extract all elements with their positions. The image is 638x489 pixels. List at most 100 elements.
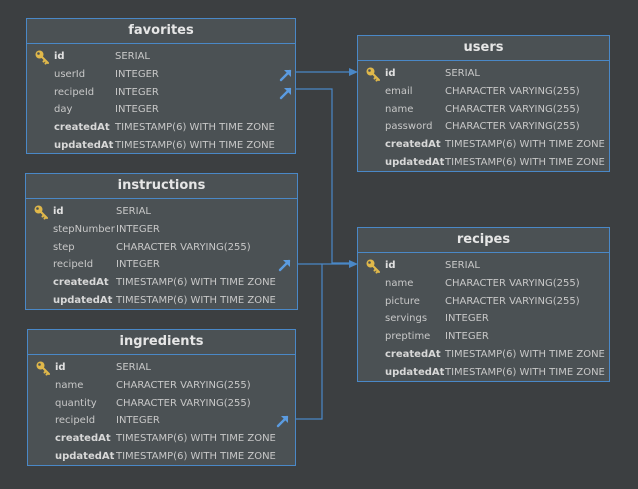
- column-name: id: [55, 362, 66, 373]
- column-type: INTEGER: [445, 331, 489, 343]
- column-type: TIMESTAMP(6) WITH TIME ZONE: [445, 139, 605, 151]
- column-row[interactable]: id SERIAL: [358, 257, 609, 275]
- column-row[interactable]: quantity CHARACTER VARYING(255): [28, 395, 295, 413]
- column-type: CHARACTER VARYING(255): [445, 103, 580, 115]
- arrowhead-recipes: [349, 260, 358, 268]
- foreign-key-arrow-icon: [279, 87, 292, 99]
- column-row[interactable]: userId INTEGER: [27, 66, 295, 84]
- column-row[interactable]: createdAt TIMESTAMP(6) WITH TIME ZONE: [26, 274, 297, 292]
- column-name: createdAt: [385, 348, 441, 360]
- column-type: INTEGER: [116, 259, 160, 271]
- column-name: quantity: [55, 397, 97, 409]
- column-type: CHARACTER VARYING(255): [445, 277, 580, 289]
- column-type: TIMESTAMP(6) WITH TIME ZONE: [115, 139, 275, 151]
- column-name: createdAt: [53, 277, 109, 289]
- column-type: TIMESTAMP(6) WITH TIME ZONE: [116, 433, 276, 445]
- column-row[interactable]: preptime INTEGER: [358, 328, 609, 346]
- column-type: TIMESTAMP(6) WITH TIME ZONE: [445, 348, 605, 360]
- column-row[interactable]: name CHARACTER VARYING(255): [358, 275, 609, 293]
- column-type: TIMESTAMP(6) WITH TIME ZONE: [116, 450, 276, 462]
- column-name: updatedAt: [385, 156, 445, 168]
- column-type: CHARACTER VARYING(255): [116, 397, 251, 409]
- column-type: CHARACTER VARYING(255): [445, 295, 580, 307]
- connector-ingredients-recipeid-to-recipes: [296, 264, 323, 420]
- primary-key-icon: [35, 50, 49, 65]
- column-name: stepNumber: [53, 223, 115, 235]
- column-type: SERIAL: [116, 362, 151, 373]
- column-name: password: [385, 121, 433, 133]
- column-row[interactable]: recipeId INTEGER: [26, 256, 297, 274]
- column-row[interactable]: id SERIAL: [358, 65, 609, 83]
- column-type: INTEGER: [115, 68, 159, 80]
- foreign-key-arrow-icon: [278, 260, 291, 272]
- column-name: recipeId: [53, 259, 94, 271]
- column-row[interactable]: step CHARACTER VARYING(255): [26, 239, 297, 257]
- column-type: TIMESTAMP(6) WITH TIME ZONE: [116, 294, 276, 306]
- column-row[interactable]: id SERIAL: [27, 48, 295, 66]
- column-name: email: [385, 85, 413, 97]
- column-name: createdAt: [54, 122, 110, 134]
- table-title: favorites: [27, 19, 295, 44]
- column-row[interactable]: createdAt TIMESTAMP(6) WITH TIME ZONE: [358, 346, 609, 364]
- column-name: recipeId: [55, 415, 96, 427]
- column-row[interactable]: picture CHARACTER VARYING(255): [358, 293, 609, 311]
- connector-favorites-recipeid-to-recipes: [296, 88, 352, 264]
- column-type: INTEGER: [115, 86, 159, 98]
- column-name: updatedAt: [54, 139, 114, 151]
- column-name: preptime: [385, 331, 431, 343]
- column-name: userId: [54, 68, 86, 80]
- column-type: SERIAL: [445, 68, 480, 79]
- column-row[interactable]: name CHARACTER VARYING(255): [358, 101, 609, 119]
- column-row[interactable]: password CHARACTER VARYING(255): [358, 118, 609, 136]
- column-row[interactable]: id SERIAL: [26, 203, 297, 221]
- column-name: id: [54, 51, 65, 62]
- table-title: ingredients: [28, 330, 295, 355]
- column-type: SERIAL: [445, 260, 480, 271]
- column-type: INTEGER: [116, 223, 160, 235]
- column-type: CHARACTER VARYING(255): [445, 85, 580, 97]
- column-name: updatedAt: [385, 366, 445, 378]
- column-name: id: [53, 206, 64, 217]
- column-type: TIMESTAMP(6) WITH TIME ZONE: [116, 277, 276, 289]
- arrowhead-users: [349, 68, 358, 76]
- primary-key-icon: [366, 259, 380, 274]
- column-name: name: [385, 277, 414, 289]
- foreign-key-arrow-icon: [276, 416, 289, 428]
- column-name: id: [385, 260, 396, 271]
- column-type: SERIAL: [115, 51, 150, 62]
- column-name: step: [53, 241, 75, 253]
- column-type: SERIAL: [116, 206, 151, 217]
- column-name: name: [55, 379, 84, 391]
- column-type: CHARACTER VARYING(255): [116, 241, 251, 253]
- column-name: name: [385, 103, 414, 115]
- column-name: updatedAt: [55, 450, 115, 462]
- column-type: CHARACTER VARYING(255): [445, 121, 580, 133]
- column-name: updatedAt: [53, 294, 113, 306]
- column-name: servings: [385, 313, 428, 325]
- column-name: picture: [385, 295, 420, 307]
- column-row[interactable]: id SERIAL: [28, 359, 295, 377]
- column-name: id: [385, 68, 396, 79]
- column-row[interactable]: email CHARACTER VARYING(255): [358, 83, 609, 101]
- column-type: TIMESTAMP(6) WITH TIME ZONE: [445, 156, 605, 168]
